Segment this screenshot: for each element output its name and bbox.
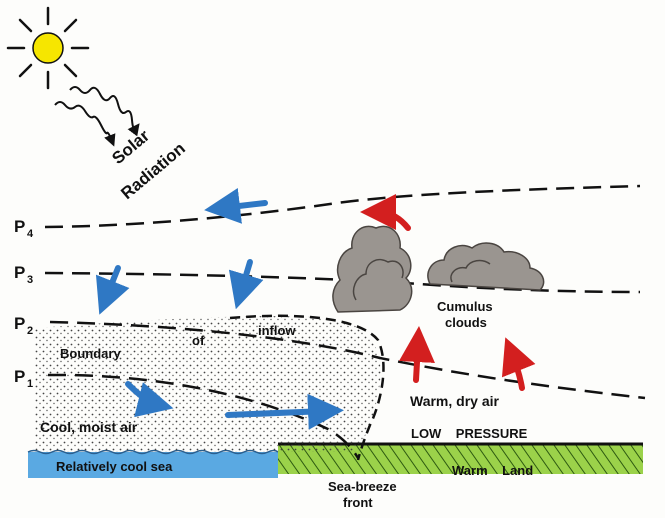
updraft-arrow-right (501, 337, 536, 391)
isobar-p2 (49, 320, 646, 400)
boundary-label: Boundary (60, 346, 121, 361)
subsidence-arrow-right (228, 259, 264, 310)
warm-air-arrows (360, 194, 536, 391)
subsidence-arrow-left (95, 265, 130, 315)
p3-label: P (14, 263, 25, 282)
inflow-boundary (229, 314, 385, 461)
cool-air-arrows (95, 188, 344, 430)
inflow-arrow-large (225, 393, 344, 430)
p1-subscript: 1 (27, 378, 33, 390)
upper-return-flow-arrow (204, 188, 268, 224)
cloud-top-outflow-arrow (360, 194, 411, 231)
land-label: Warm Land (452, 463, 533, 478)
inflow-label: inflow (258, 323, 296, 338)
cool-air-label: Cool, moist air (40, 419, 138, 435)
solar-radiation-arrows (54, 86, 140, 147)
cool-air-mass (35, 316, 381, 452)
sea-breeze-front-label-line2: front (343, 495, 373, 510)
sea-breeze-front-label-line1: Sea-breeze (328, 479, 397, 494)
of-label: of (192, 333, 205, 348)
low-pressure-label: LOW PRESSURE (411, 426, 528, 441)
cumulus-cloud-icon (332, 225, 545, 313)
sea-label: Relatively cool sea (56, 459, 173, 474)
updraft-arrow-left (399, 326, 435, 383)
sea-surface (28, 452, 278, 478)
p2-label: P (14, 314, 25, 333)
cumulus-label-line1: Cumulus (437, 299, 493, 314)
isobar-p4 (44, 184, 641, 229)
isobar-p1 (47, 373, 360, 459)
p4-subscript: 4 (27, 228, 34, 240)
solar-label-line1: Solar (108, 126, 153, 168)
p3-subscript: 3 (27, 274, 33, 286)
p4-label: P (14, 217, 25, 236)
p1-label: P (14, 367, 25, 386)
warm-air-label: Warm, dry air (410, 393, 500, 409)
inflow-arrow-small (125, 381, 174, 418)
sun-icon (6, 6, 90, 90)
p2-subscript: 2 (27, 325, 33, 337)
cumulus-label-line2: clouds (445, 315, 487, 330)
